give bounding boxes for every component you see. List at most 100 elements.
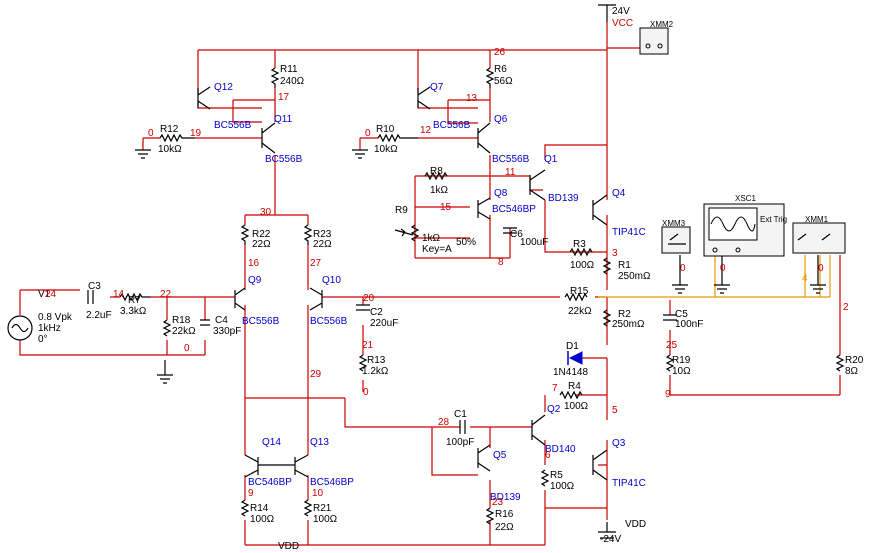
probe-wires (598, 255, 831, 298)
svg-text:Q9: Q9 (248, 275, 262, 286)
svg-text:25: 25 (666, 340, 678, 351)
svg-text:BC546BP: BC546BP (248, 477, 292, 488)
svg-text:BC546BP: BC546BP (492, 204, 536, 215)
svg-text:1.2kΩ: 1.2kΩ (362, 366, 389, 377)
node-labels: 26 17 13 19 0 12 0 11 15 8 3 30 16 27 24… (45, 47, 849, 508)
transistor-labels: Q12 BC556B Q11 BC556B Q7 BC556B Q6 BC556… (214, 82, 646, 503)
svg-text:Q11: Q11 (274, 114, 293, 125)
svg-text:Q10: Q10 (322, 275, 341, 286)
svg-text:Q8: Q8 (494, 188, 508, 199)
svg-text:R10: R10 (376, 124, 395, 135)
svg-text:20: 20 (363, 293, 375, 304)
svg-text:100nF: 100nF (675, 319, 703, 330)
svg-text:21: 21 (362, 340, 374, 351)
svg-text:50%: 50% (456, 237, 476, 248)
svg-text:VDD: VDD (278, 541, 299, 552)
svg-text:15: 15 (440, 202, 452, 213)
svg-text:Q7: Q7 (430, 82, 444, 93)
svg-text:BC556B: BC556B (310, 316, 348, 327)
svg-text:Q1: Q1 (544, 154, 558, 165)
svg-text:2.2uF: 2.2uF (86, 310, 112, 321)
svg-text:BC556B: BC556B (433, 120, 471, 131)
svg-text:8: 8 (498, 257, 504, 268)
svg-text:3.3kΩ: 3.3kΩ (120, 306, 147, 317)
svg-text:14: 14 (113, 289, 125, 300)
svg-text:27: 27 (310, 258, 322, 269)
svg-text:9: 9 (665, 389, 671, 400)
svg-text:22Ω: 22Ω (313, 239, 332, 250)
svg-text:R2: R2 (618, 309, 631, 320)
svg-text:Q2: Q2 (547, 404, 561, 415)
svg-text:3: 3 (612, 248, 618, 259)
svg-text:R13: R13 (367, 355, 386, 366)
svg-text:1N4148: 1N4148 (553, 367, 588, 378)
svg-text:BC556B: BC556B (242, 316, 280, 327)
svg-text:23: 23 (492, 497, 504, 508)
svg-text:C2: C2 (370, 307, 383, 318)
svg-text:0: 0 (148, 128, 154, 139)
svg-text:22Ω: 22Ω (252, 239, 271, 250)
svg-text:22Ω: 22Ω (495, 522, 514, 533)
svg-text:17: 17 (278, 92, 290, 103)
svg-text:BC546BP: BC546BP (310, 477, 354, 488)
resistor-symbols (119, 67, 845, 525)
oscilloscope-xsc1[interactable]: XSC1 Ext Trig (703, 194, 787, 257)
ac-source-symbol (7, 315, 33, 341)
svg-text:0: 0 (365, 128, 371, 139)
svg-text:BC556B: BC556B (492, 154, 530, 165)
svg-text:56Ω: 56Ω (494, 76, 513, 87)
svg-text:10kΩ: 10kΩ (158, 144, 182, 155)
svg-text:R21: R21 (313, 503, 332, 514)
svg-text:Ext Trig: Ext Trig (760, 215, 787, 224)
svg-text:-24V: -24V (600, 534, 621, 545)
black-wires (135, 4, 826, 539)
supply-labels: 24V VCC VDD -24V VDD (278, 6, 646, 552)
svg-text:7: 7 (552, 383, 558, 394)
svg-text:R15: R15 (570, 286, 589, 297)
svg-text:R9: R9 (395, 205, 408, 216)
svg-text:250mΩ: 250mΩ (612, 319, 645, 330)
svg-text:100uF: 100uF (520, 237, 548, 248)
svg-text:100Ω: 100Ω (570, 260, 595, 271)
svg-text:R11: R11 (280, 64, 298, 75)
multimeter-xmm1[interactable]: XMM1 (792, 215, 846, 254)
svg-text:5: 5 (612, 405, 618, 416)
svg-text:22: 22 (160, 289, 172, 300)
svg-text:29: 29 (310, 369, 322, 380)
svg-text:R20: R20 (845, 355, 864, 366)
svg-text:R12: R12 (160, 124, 179, 135)
svg-text:1kΩ: 1kΩ (422, 233, 441, 244)
svg-text:10: 10 (312, 488, 324, 499)
svg-text:30: 30 (260, 207, 272, 218)
svg-text:BC556B: BC556B (265, 154, 303, 165)
svg-text:2: 2 (843, 302, 849, 313)
svg-text:XMM1: XMM1 (805, 215, 829, 224)
svg-text:100Ω: 100Ω (250, 514, 275, 525)
svg-text:C5: C5 (675, 309, 688, 320)
svg-text:Key=A: Key=A (422, 244, 452, 255)
multimeter-xmm2[interactable]: XMM2 (639, 20, 674, 55)
svg-text:Q12: Q12 (214, 82, 233, 93)
svg-text:100Ω: 100Ω (550, 481, 575, 492)
svg-text:Q14: Q14 (262, 437, 281, 448)
multimeter-xmm3[interactable]: XMM3 (661, 219, 691, 254)
svg-text:0: 0 (363, 387, 369, 398)
svg-text:0°: 0° (38, 334, 48, 345)
svg-text:R8: R8 (430, 166, 443, 177)
svg-text:R19: R19 (672, 355, 691, 366)
svg-text:Q3: Q3 (612, 438, 626, 449)
svg-text:R6: R6 (494, 64, 507, 75)
svg-text:0: 0 (184, 343, 190, 354)
svg-text:0.8 Vpk: 0.8 Vpk (38, 312, 73, 323)
svg-text:22kΩ: 22kΩ (568, 306, 592, 317)
svg-text:0: 0 (680, 263, 686, 274)
svg-text:XMM2: XMM2 (650, 20, 674, 29)
component-labels: R11 240Ω R6 56Ω R12 10kΩ R10 10kΩ R8 1kΩ… (86, 64, 864, 533)
capacitor-symbols (87, 227, 677, 434)
svg-text:VDD: VDD (625, 519, 646, 530)
svg-text:C6: C6 (510, 229, 523, 240)
svg-text:0: 0 (720, 263, 726, 274)
source-labels: V1 0.8 Vpk 1kHz 0° (38, 289, 73, 345)
svg-text:R5: R5 (550, 470, 563, 481)
